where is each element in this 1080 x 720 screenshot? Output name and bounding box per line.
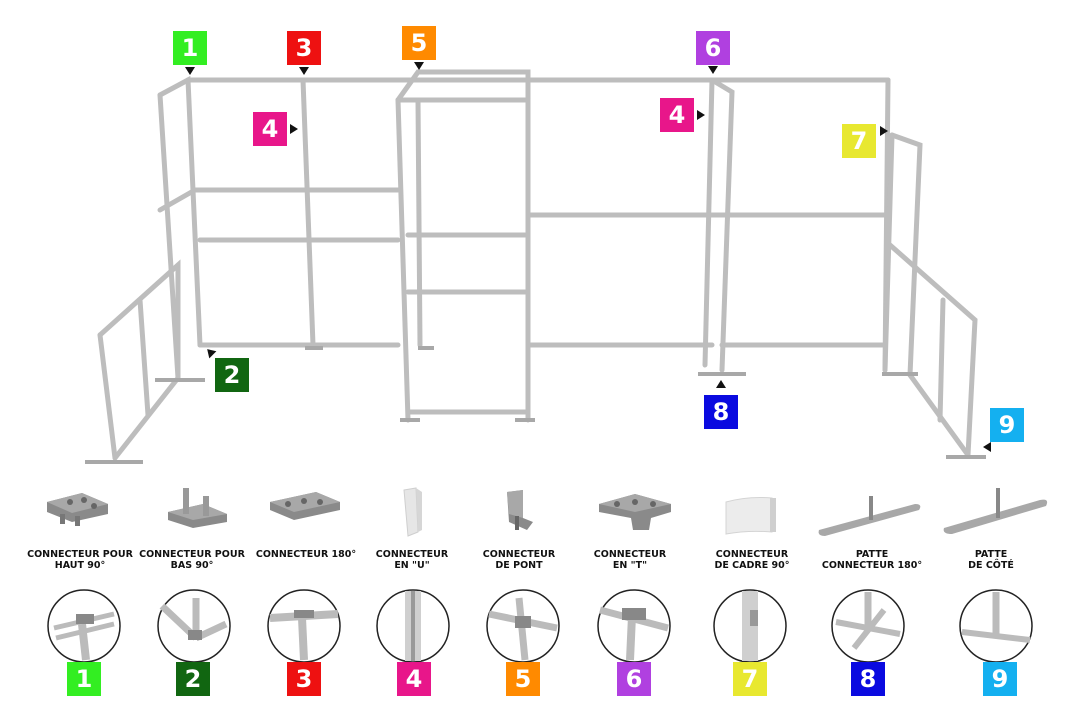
callout-arrow-3 — [299, 67, 309, 75]
floor-feet — [85, 346, 986, 464]
bottom-90-connector-icon — [168, 488, 227, 528]
connector-180-icon — [270, 492, 340, 520]
callout-badge-9: 9 — [990, 408, 1024, 442]
detail-circle-3 — [267, 589, 341, 663]
detail-circle-2 — [157, 589, 231, 663]
frame-structure — [97, 69, 978, 461]
part-badge-3: 3 — [287, 662, 321, 696]
part-badge-4: 4 — [397, 662, 431, 696]
callout-badge-6: 6 — [696, 31, 730, 65]
callout-badge-7: 7 — [842, 124, 876, 158]
callout-arrow-8 — [716, 380, 726, 388]
detail-circle-7 — [713, 589, 787, 663]
detail-circle-1 — [47, 589, 121, 663]
callout-arrow-4-right — [697, 110, 705, 120]
foot-180-icon — [818, 496, 921, 536]
callout-badge-3: 3 — [287, 31, 321, 65]
part-badge-2: 2 — [176, 662, 210, 696]
callout-badge-4-right: 4 — [660, 98, 694, 132]
detail-circle-5 — [486, 589, 560, 663]
part-badge-9: 9 — [983, 662, 1017, 696]
detail-circle-8 — [831, 589, 905, 663]
top-90-connector-icon — [47, 493, 108, 526]
callout-arrow-1 — [185, 67, 195, 75]
bridge-connector-icon — [507, 490, 533, 530]
callout-badge-1: 1 — [173, 31, 207, 65]
callout-arrow-9 — [983, 442, 991, 452]
part-badge-5: 5 — [506, 662, 540, 696]
callout-arrow-5 — [414, 62, 424, 70]
detail-circle-6 — [597, 589, 671, 663]
side-foot-icon — [943, 488, 1048, 534]
detail-circle-4 — [376, 589, 450, 663]
part-badge-1: 1 — [67, 662, 101, 696]
callout-badge-2: 2 — [215, 358, 249, 392]
callout-badge-8: 8 — [704, 395, 738, 429]
callout-badge-4-left: 4 — [253, 112, 287, 146]
part-badge-7: 7 — [733, 662, 767, 696]
u-connector-icon — [403, 487, 422, 537]
callout-arrow-7 — [880, 126, 888, 136]
callout-arrow-4-left — [290, 124, 298, 134]
part-badge-8: 8 — [851, 662, 885, 696]
callout-badge-5: 5 — [402, 26, 436, 60]
t-connector-icon — [599, 494, 671, 530]
part-label-3: CONNECTEUR 180° — [255, 549, 357, 560]
part-badge-6: 6 — [617, 662, 651, 696]
detail-circle-9 — [959, 589, 1033, 663]
frame-90-connector-icon — [725, 497, 776, 535]
callout-arrow-6 — [708, 66, 718, 74]
